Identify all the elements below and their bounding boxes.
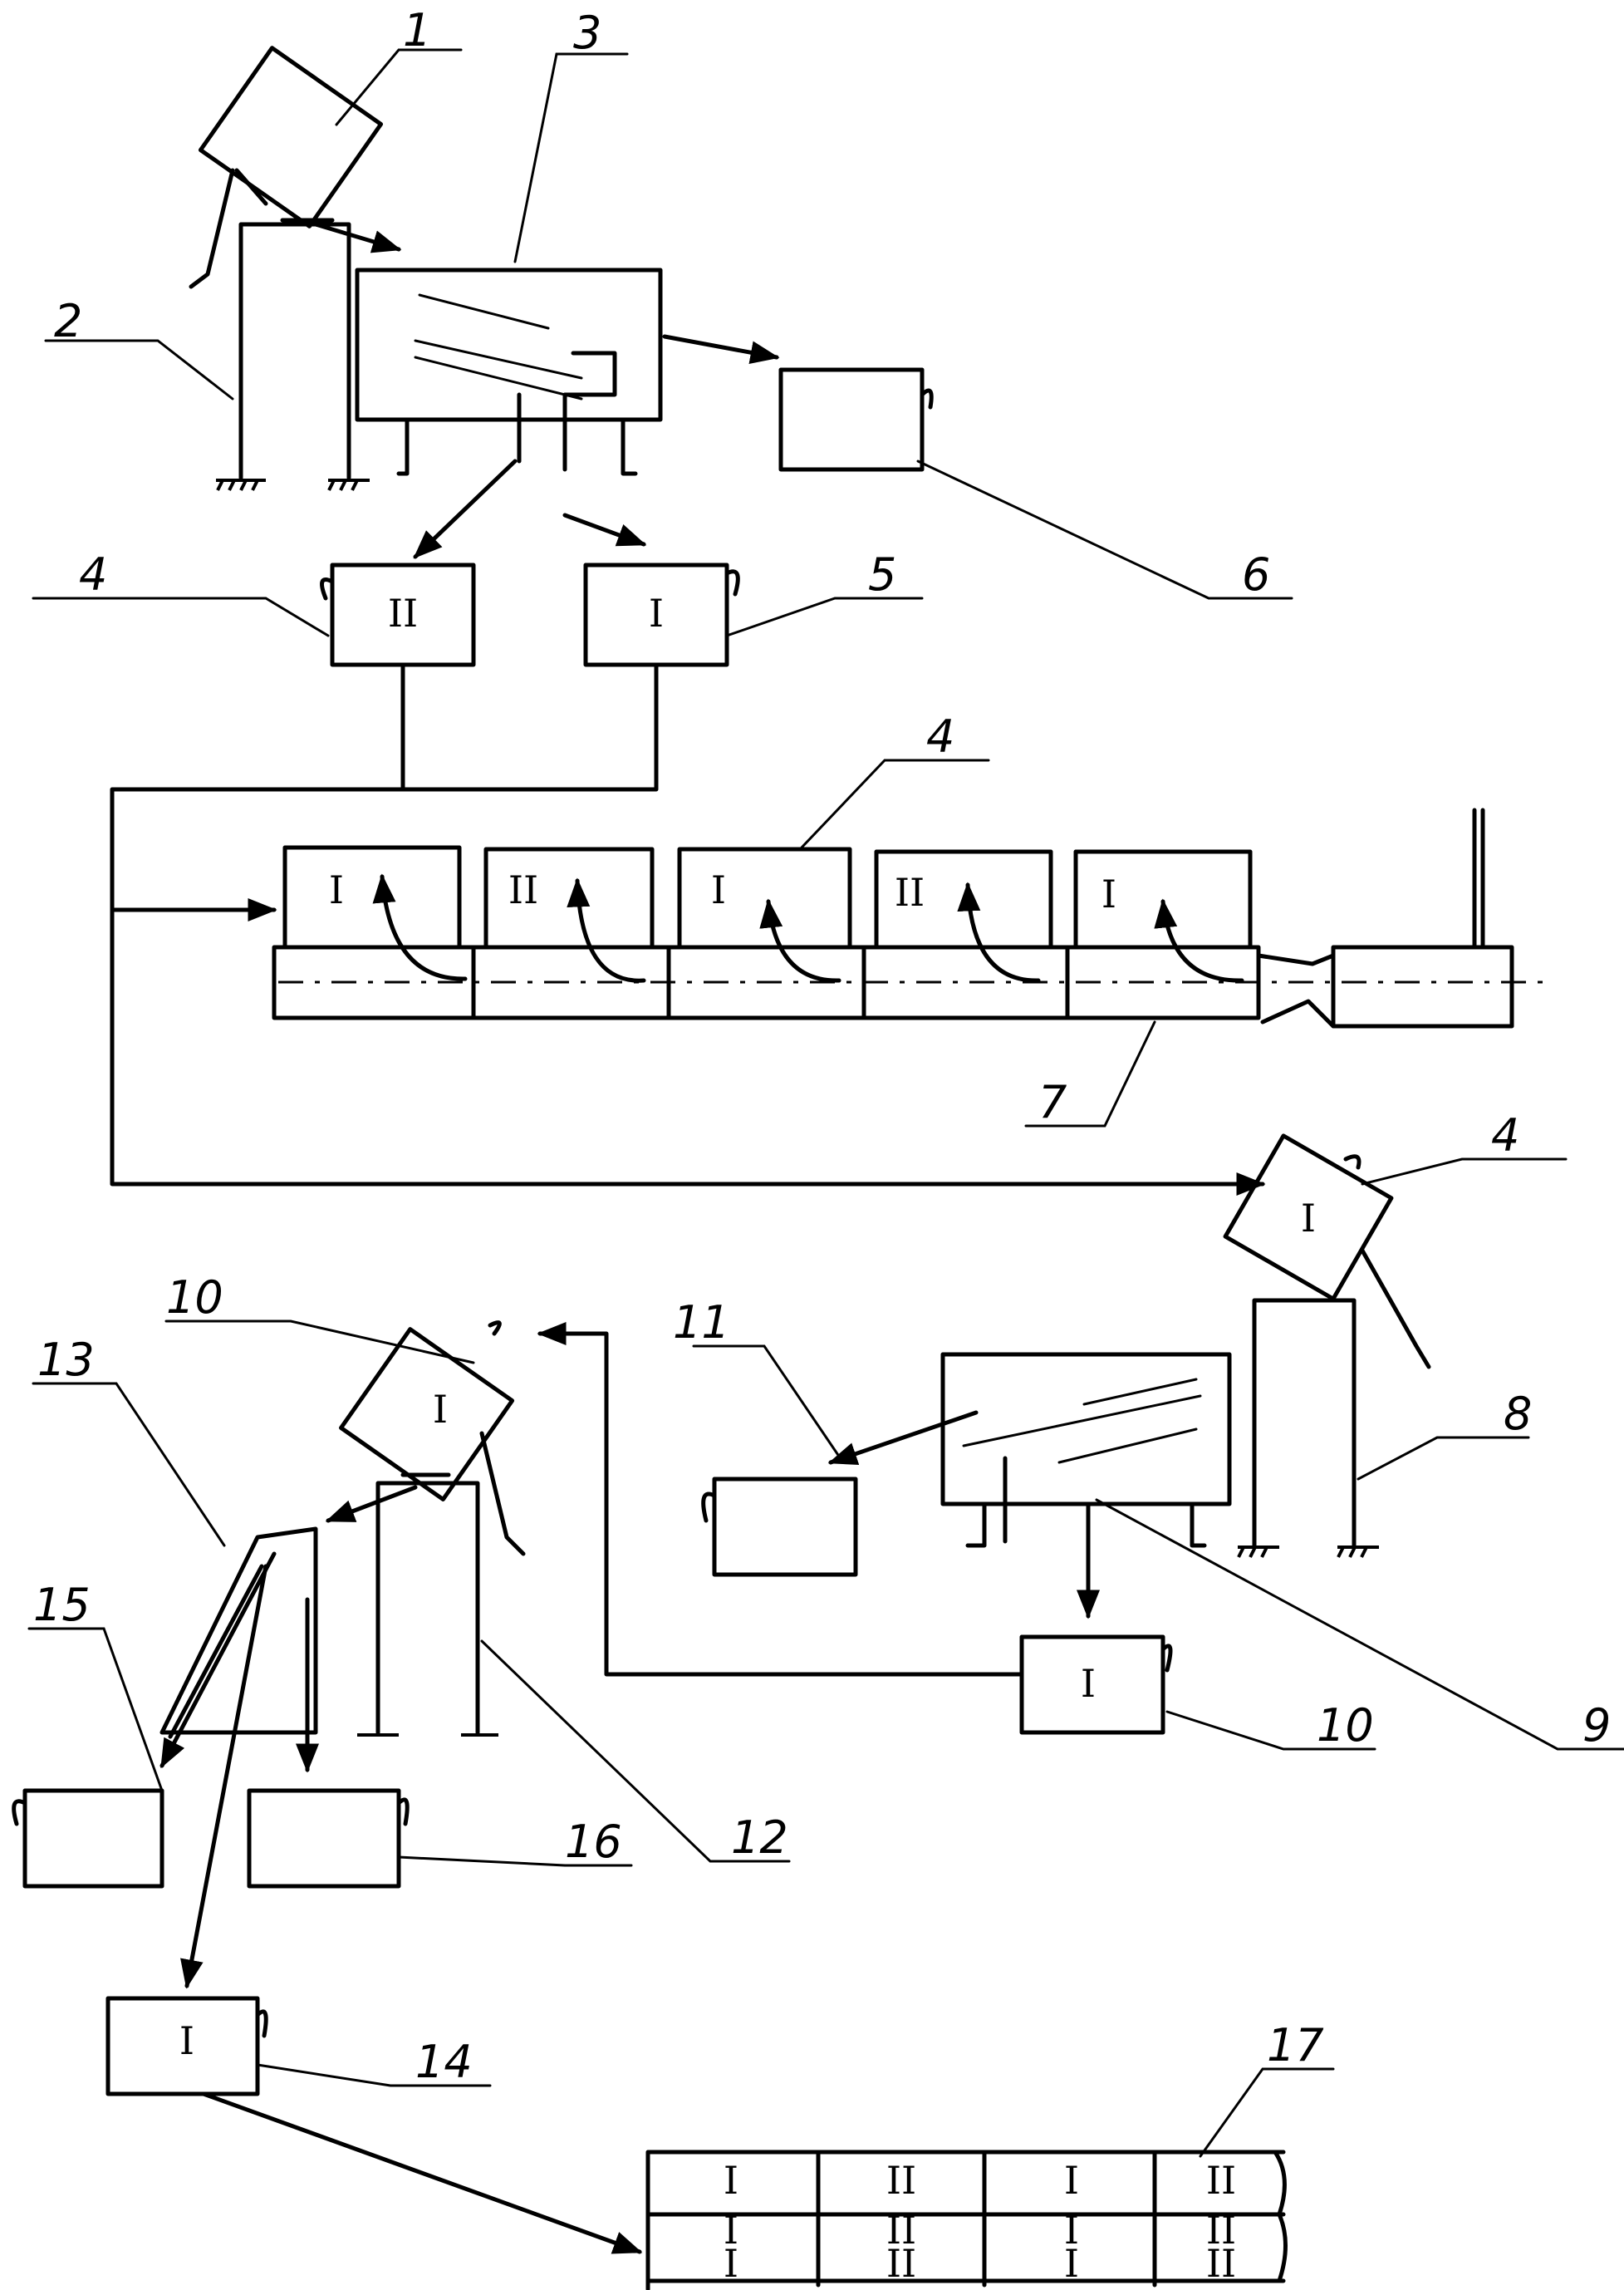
label-17: 17 [1267, 2019, 1324, 2071]
conveyor-boxes: I II I II I [285, 848, 1250, 980]
storage-grid-17 [648, 2152, 1286, 2289]
sorter-13 [162, 1529, 316, 1986]
label-5: 5 [868, 548, 896, 601]
box-5-mark: I [649, 591, 664, 636]
box-4-top: II [322, 565, 474, 665]
label-8: 8 [1504, 1388, 1532, 1440]
belt-box-5-mark: I [1101, 872, 1116, 916]
belt-box-3-mark: I [711, 867, 726, 912]
box-10-bottom: I [1022, 1637, 1170, 1732]
box-4-tipped-mark: I [1301, 1196, 1316, 1241]
flow-arrow-9-11 [831, 1413, 976, 1462]
conveyor-7 [274, 810, 1545, 1026]
stand-2 [191, 170, 370, 490]
storage-cell-0-1: II [886, 2158, 916, 2203]
flow-arrow-3-4 [415, 461, 515, 557]
box-10-bottom-mark: I [1081, 1661, 1096, 1706]
flow-arrow-12-13 [328, 1487, 415, 1521]
flow-arrow-1-3 [316, 224, 399, 249]
box-15 [14, 1791, 162, 1886]
flow-arrow-3-6 [665, 337, 777, 357]
label-6: 6 [1242, 548, 1270, 601]
box-14: I [108, 1998, 266, 2094]
separator-3 [357, 270, 660, 474]
label-2: 2 [54, 295, 82, 347]
label-4-belt: 4 [926, 710, 954, 763]
stand-12 [357, 1433, 523, 1735]
flow-arrow-3-5 [565, 515, 644, 544]
label-16: 16 [565, 1816, 622, 1868]
label-12: 12 [731, 1811, 788, 1864]
label-15: 15 [33, 1579, 91, 1631]
label-9: 9 [1582, 1699, 1611, 1752]
box-16 [249, 1791, 407, 1886]
box-6 [781, 370, 931, 469]
storage-grid-marks: IIIIIIIIIIIIIIIIII [724, 2158, 1236, 2286]
storage-cell-2-3: II [1206, 2241, 1236, 2286]
label-4-top: 4 [79, 548, 107, 601]
label-1: 1 [403, 4, 431, 57]
label-4-tipped: 4 [1491, 1109, 1519, 1162]
storage-cell-2-1: II [886, 2241, 916, 2286]
storage-cell-0-2: I [1064, 2158, 1079, 2203]
leader-lines [29, 50, 1624, 2156]
label-7: 7 [1038, 1076, 1067, 1128]
label-10-bottom: 10 [1317, 1699, 1374, 1752]
label-3: 3 [573, 7, 601, 59]
box-14-mark: I [179, 2018, 194, 2063]
label-13: 13 [37, 1334, 95, 1386]
storage-cell-0-0: I [724, 2158, 738, 2203]
storage-cell-2-2: I [1064, 2241, 1079, 2286]
label-14: 14 [415, 2036, 473, 2088]
box-5: I [586, 565, 738, 665]
flow-arrow-9-10 [1005, 1504, 1088, 1616]
box-4-tipped: I [1225, 1136, 1391, 1299]
belt-box-2-mark: II [508, 867, 538, 912]
storage-cell-2-0: I [724, 2241, 738, 2286]
label-11: 11 [673, 1296, 730, 1349]
belt-box-1-mark: I [329, 867, 344, 912]
box-10-top-mark: I [433, 1387, 448, 1432]
storage-cell-0-3: II [1206, 2158, 1236, 2203]
flow-arrow-14-17 [204, 2094, 640, 2252]
reference-numbers: 1 3 2 6 4 5 4 7 4 8 9 10 11 10 12 13 15 … [33, 4, 1611, 2088]
label-10-top: 10 [166, 1271, 223, 1324]
belt-box-4-mark: II [895, 870, 925, 915]
box-4-top-mark: II [388, 591, 418, 636]
box-11 [704, 1479, 856, 1575]
